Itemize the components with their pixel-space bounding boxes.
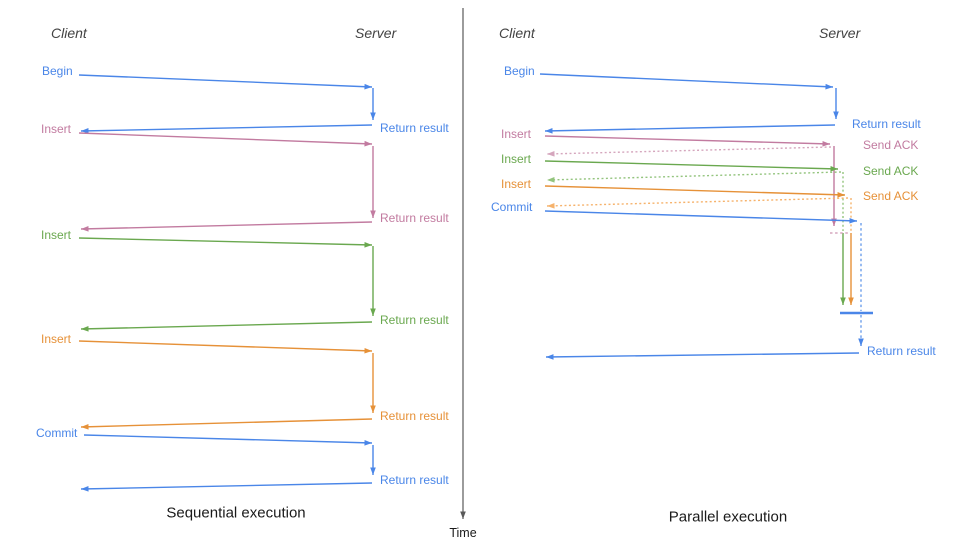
- par-insert1-ack-line: [546, 146, 832, 157]
- par-insert3-request-line-arrowhead: [837, 191, 845, 198]
- par-commit-exec-arrow-arrowhead: [858, 338, 864, 346]
- seq-begin-return-label: Return result: [380, 121, 449, 135]
- par-insert2-label: Insert: [501, 152, 532, 166]
- seq-commit-return-line: [80, 482, 373, 492]
- time-axis-line-arrowhead: [460, 511, 466, 519]
- par-commit-request-line-arrowhead: [849, 217, 857, 224]
- par-begin-request-line-arrowhead: [825, 83, 833, 90]
- seq-commit-return-line-arrowhead: [81, 486, 89, 492]
- seq-insert2-return-line: [80, 321, 373, 332]
- seq-insert3-return-label: Return result: [380, 409, 449, 423]
- seq-server-header: Server: [355, 25, 397, 41]
- par-insert1-ack-label: Send ACK: [863, 138, 919, 152]
- seq-commit-server-spine-arrowhead: [370, 467, 376, 475]
- par-begin-return-label: Return result: [852, 117, 921, 131]
- seq-insert2-return-label: Return result: [380, 313, 449, 327]
- par-begin-server-spine-arrowhead: [833, 111, 839, 119]
- seq-insert2-label: Insert: [41, 228, 72, 242]
- par-commit-label: Commit: [491, 200, 533, 214]
- seq-insert3-request-line: [78, 340, 373, 354]
- seq-commit-label: Commit: [36, 426, 78, 440]
- seq-begin-server-spine: [370, 88, 376, 120]
- par-begin-server-spine: [833, 88, 839, 119]
- seq-begin-label: Begin: [42, 64, 73, 78]
- par-insert3-label: Insert: [501, 177, 532, 191]
- seq-insert1-label: Insert: [41, 122, 72, 136]
- seq-insert2-return-line-arrowhead: [81, 326, 89, 332]
- seq-insert3-server-spine: [370, 353, 376, 413]
- par-insert2-request-line-arrowhead: [830, 165, 838, 172]
- par-insert1-ack-line-arrowhead: [547, 151, 555, 157]
- par-insert2-ack-label: Send ACK: [863, 164, 919, 178]
- par-insert3-ack-line-arrowhead: [547, 203, 555, 209]
- seq-begin-return-line: [80, 124, 373, 134]
- seq-insert2-request-line-arrowhead: [364, 242, 372, 248]
- par-insert1-request-line: [544, 135, 831, 147]
- par-begin-return-line-arrowhead: [545, 128, 553, 134]
- seq-insert1-server-spine-arrowhead: [370, 210, 376, 218]
- seq-insert3-request-line-arrowhead: [364, 347, 372, 354]
- par-final-return-line: [545, 352, 860, 360]
- seq-begin-request-line: [78, 74, 373, 90]
- seq-begin-return-line-arrowhead: [81, 128, 89, 134]
- par-insert2-ack-line-arrowhead: [547, 176, 555, 183]
- par-panel-title: Parallel execution: [668, 508, 788, 526]
- seq-begin-request-line-arrowhead: [364, 83, 372, 90]
- seq-begin-server-spine-arrowhead: [370, 112, 376, 120]
- par-insert1-label: Insert: [501, 127, 532, 141]
- seq-insert1-request-line: [78, 132, 373, 147]
- seq-commit-request-line: [83, 434, 373, 446]
- par-insert3-ack-label: Send ACK: [863, 189, 919, 203]
- seq-client-header: Client: [51, 25, 87, 41]
- seq-insert3-server-spine-arrowhead: [370, 405, 376, 413]
- seq-commit-server-spine: [370, 445, 376, 475]
- seq-insert3-return-line-arrowhead: [81, 423, 89, 430]
- seq-insert3-label: Insert: [41, 332, 72, 346]
- par-insert2-exec-spine-arrowhead: [840, 297, 846, 305]
- seq-insert1-return-line-arrowhead: [81, 226, 89, 232]
- seq-panel-title: Sequential execution: [166, 504, 306, 522]
- par-final-return-line-arrowhead: [546, 354, 554, 360]
- par-commit-exec-arrow: [858, 338, 864, 346]
- par-insert3-request-line: [544, 185, 846, 198]
- par-begin-request-line: [539, 73, 834, 90]
- seq-insert2-server-spine-arrowhead: [370, 308, 376, 316]
- par-insert2-request-line: [544, 160, 839, 172]
- seq-insert1-return-line: [80, 221, 373, 232]
- time-axis-line: [460, 8, 466, 519]
- par-begin-return-line: [544, 124, 836, 134]
- par-insert3-ack-line: [546, 197, 849, 209]
- seq-commit-return-label: Return result: [380, 473, 449, 487]
- time-axis-label: Time: [449, 525, 477, 540]
- par-commit-request-line: [544, 210, 858, 224]
- par-insert2-exec-spine: [840, 233, 846, 305]
- seq-insert1-request-line-arrowhead: [364, 140, 372, 147]
- seq-insert2-request-line: [78, 237, 373, 248]
- seq-insert3-return-line: [80, 418, 373, 430]
- par-insert2-ack-line: [546, 171, 842, 183]
- par-final-return-label: Return result: [867, 344, 936, 358]
- seq-insert1-server-spine: [370, 146, 376, 218]
- par-begin-label: Begin: [504, 64, 535, 78]
- par-insert3-exec-spine: [848, 233, 854, 305]
- seq-insert1-return-label: Return result: [380, 211, 449, 225]
- par-insert3-exec-spine-arrowhead: [848, 297, 854, 305]
- seq-commit-request-line-arrowhead: [364, 439, 372, 446]
- seq-insert2-server-spine: [370, 246, 376, 316]
- par-insert1-request-line-arrowhead: [822, 140, 830, 147]
- par-insert1-server-spine: [831, 146, 837, 226]
- par-client-header: Client: [499, 25, 535, 41]
- par-server-header: Server: [819, 25, 861, 41]
